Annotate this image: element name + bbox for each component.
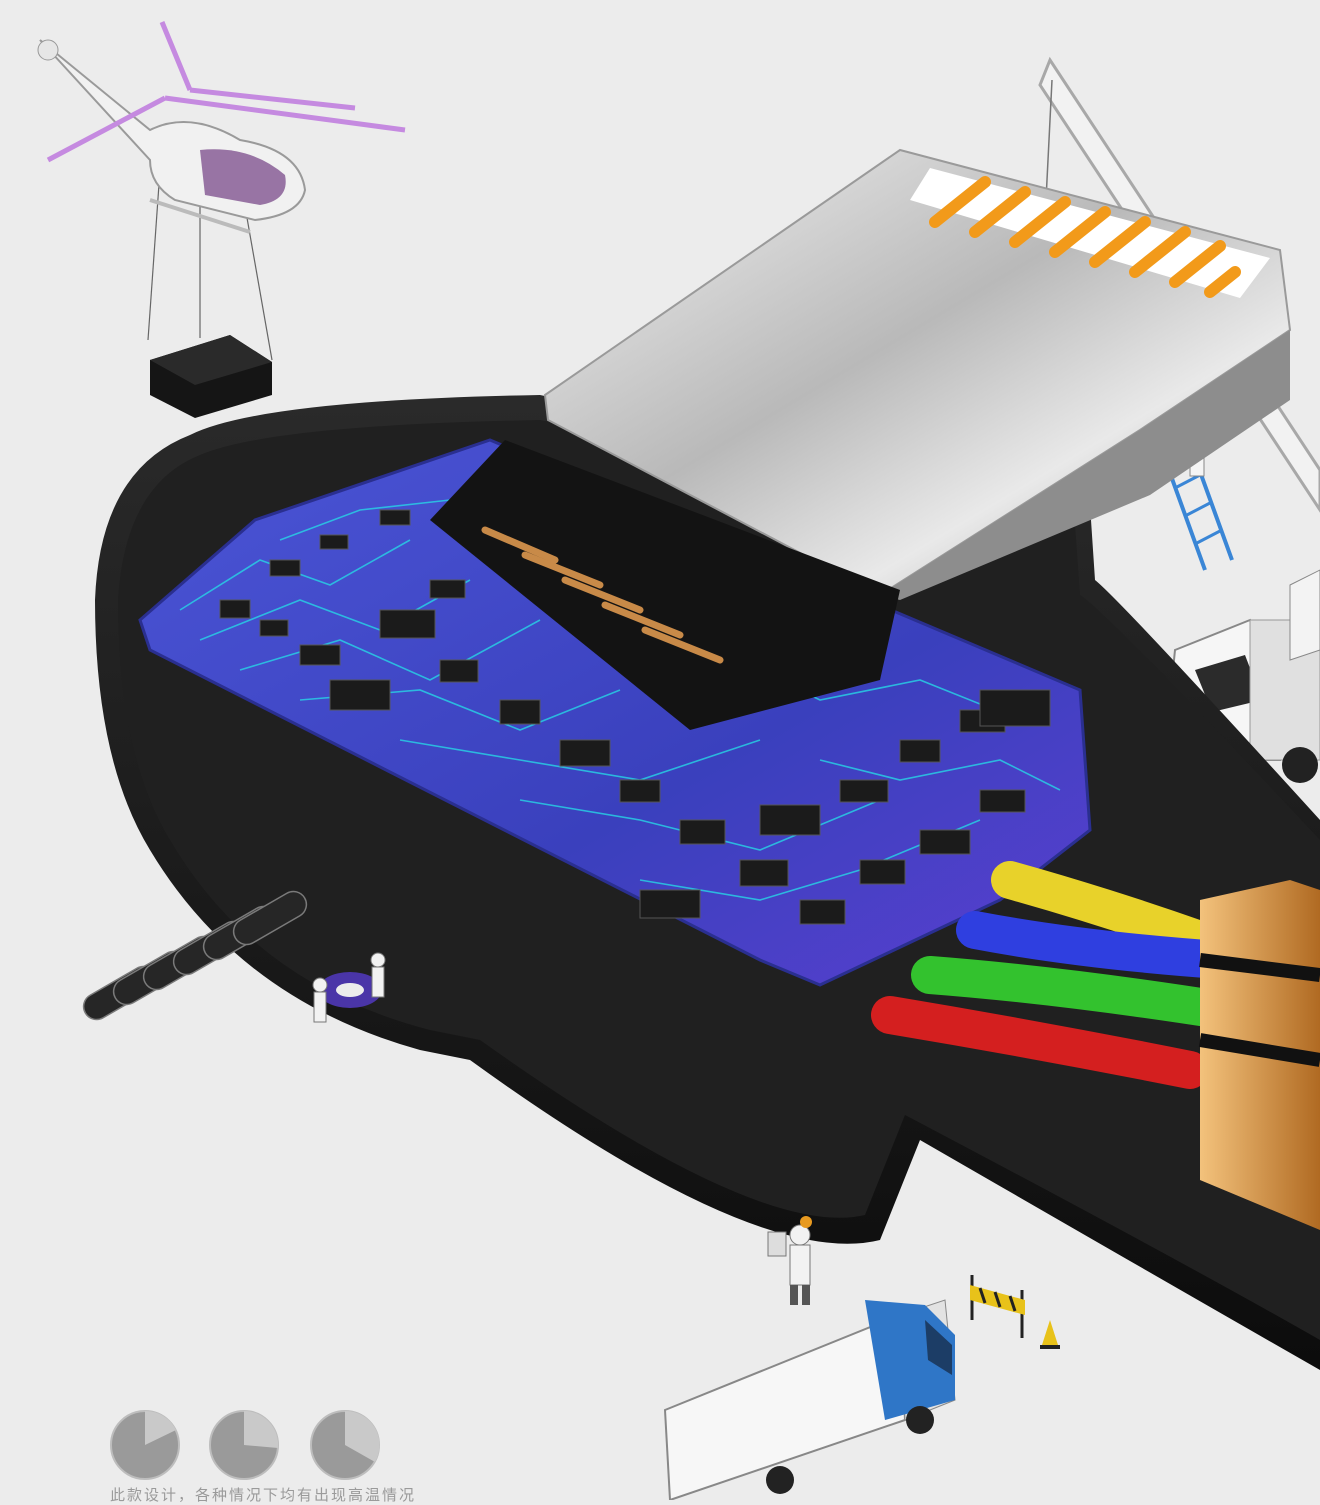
suspended-chip [150, 335, 272, 418]
barrier-icon [970, 1275, 1025, 1338]
truck-icon [663, 1299, 956, 1500]
pie-icon [209, 1410, 279, 1480]
connector-pins [929, 176, 1241, 298]
pie-icon [110, 1410, 180, 1480]
engineer-icon [767, 1216, 812, 1305]
capacitor-rolls [82, 890, 308, 1021]
copper-shield [1198, 880, 1320, 1230]
cable-wires [871, 861, 1239, 1089]
traffic-cone-icon [1040, 1320, 1060, 1349]
pie-icon [310, 1410, 380, 1480]
circuit-board [138, 438, 1092, 987]
pie-indicators [110, 1410, 380, 1480]
helicopter-icon [37, 21, 406, 361]
lightning-connector [543, 148, 1292, 600]
worker-icon [312, 952, 386, 1023]
caption-text: 此款设计，各种情况下均有出现高温情况 [110, 1486, 417, 1504]
